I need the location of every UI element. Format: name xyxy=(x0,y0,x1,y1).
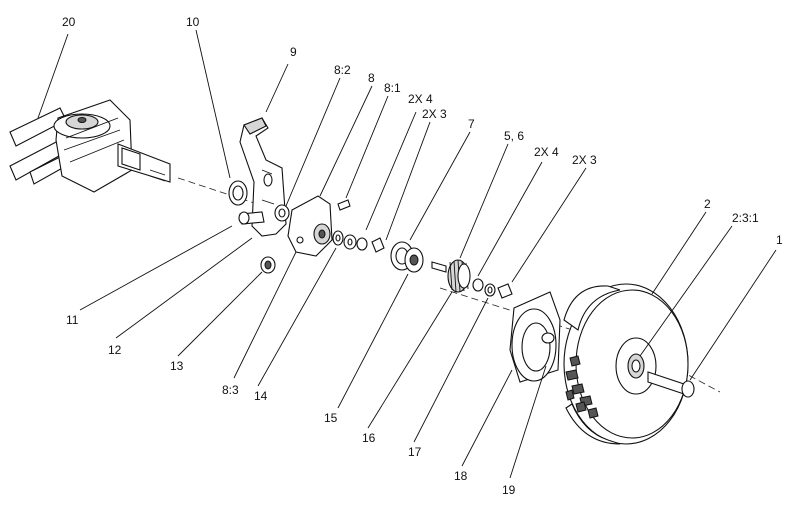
callout-12: 12 xyxy=(108,343,122,357)
callout-15: 15 xyxy=(324,411,338,425)
callout-1: 1 xyxy=(776,233,783,247)
tire-tread xyxy=(565,355,599,419)
callout-7: 7 xyxy=(468,117,475,131)
callout-9: 9 xyxy=(290,45,297,59)
callout-8: 8 xyxy=(368,71,375,85)
part-7-bearing xyxy=(390,241,424,273)
leader-lines xyxy=(37,29,777,479)
callout-2x3-right: 2X 3 xyxy=(572,153,597,167)
callout-16: 16 xyxy=(362,431,376,445)
part-15-16-stud xyxy=(431,261,447,273)
callout-2-3-1: 2:3:1 xyxy=(732,211,759,225)
callout-2x3-left: 2X 3 xyxy=(422,107,447,121)
callout-14: 14 xyxy=(254,389,268,403)
part-8-1-screw xyxy=(337,199,351,211)
callout-20: 20 xyxy=(62,15,76,29)
callout-8-3: 8:3 xyxy=(222,383,239,397)
callout-10: 10 xyxy=(186,15,200,29)
callout-8-1: 8:1 xyxy=(384,81,401,95)
part-5-6-pinion xyxy=(447,259,471,293)
callout-8-2: 8:2 xyxy=(334,63,351,77)
callout-18: 18 xyxy=(454,469,468,483)
callout-13: 13 xyxy=(170,359,184,373)
part-14-washer xyxy=(332,230,344,246)
callout-2x4-left: 2X 4 xyxy=(408,92,433,106)
part-1-wheel-bolt xyxy=(647,371,695,398)
part-10-washer xyxy=(228,180,248,206)
callout-11: 11 xyxy=(66,313,79,327)
part-4-3-left-clips xyxy=(343,234,385,253)
callout-17: 17 xyxy=(408,445,422,459)
part-13-nut xyxy=(260,256,276,274)
part-18-19-gear-cover xyxy=(509,291,561,383)
part-4-3-right-clips xyxy=(472,278,513,299)
part-11-12-bolt xyxy=(238,211,265,225)
callout-labels: 20 10 9 8:2 8 8:1 2X 4 2X 3 7 5, 6 2X 4 … xyxy=(62,15,783,497)
callout-19: 19 xyxy=(502,483,516,497)
callout-5-6: 5, 6 xyxy=(504,129,524,143)
callout-2: 2 xyxy=(704,197,711,211)
part-20-transmission xyxy=(9,99,171,193)
part-9-bracket xyxy=(239,117,287,237)
part-2-wheel xyxy=(563,283,689,445)
callout-2x4-right: 2X 4 xyxy=(534,145,559,159)
part-8-2-bushing xyxy=(274,204,290,222)
part-8-axle-plate xyxy=(287,195,333,257)
